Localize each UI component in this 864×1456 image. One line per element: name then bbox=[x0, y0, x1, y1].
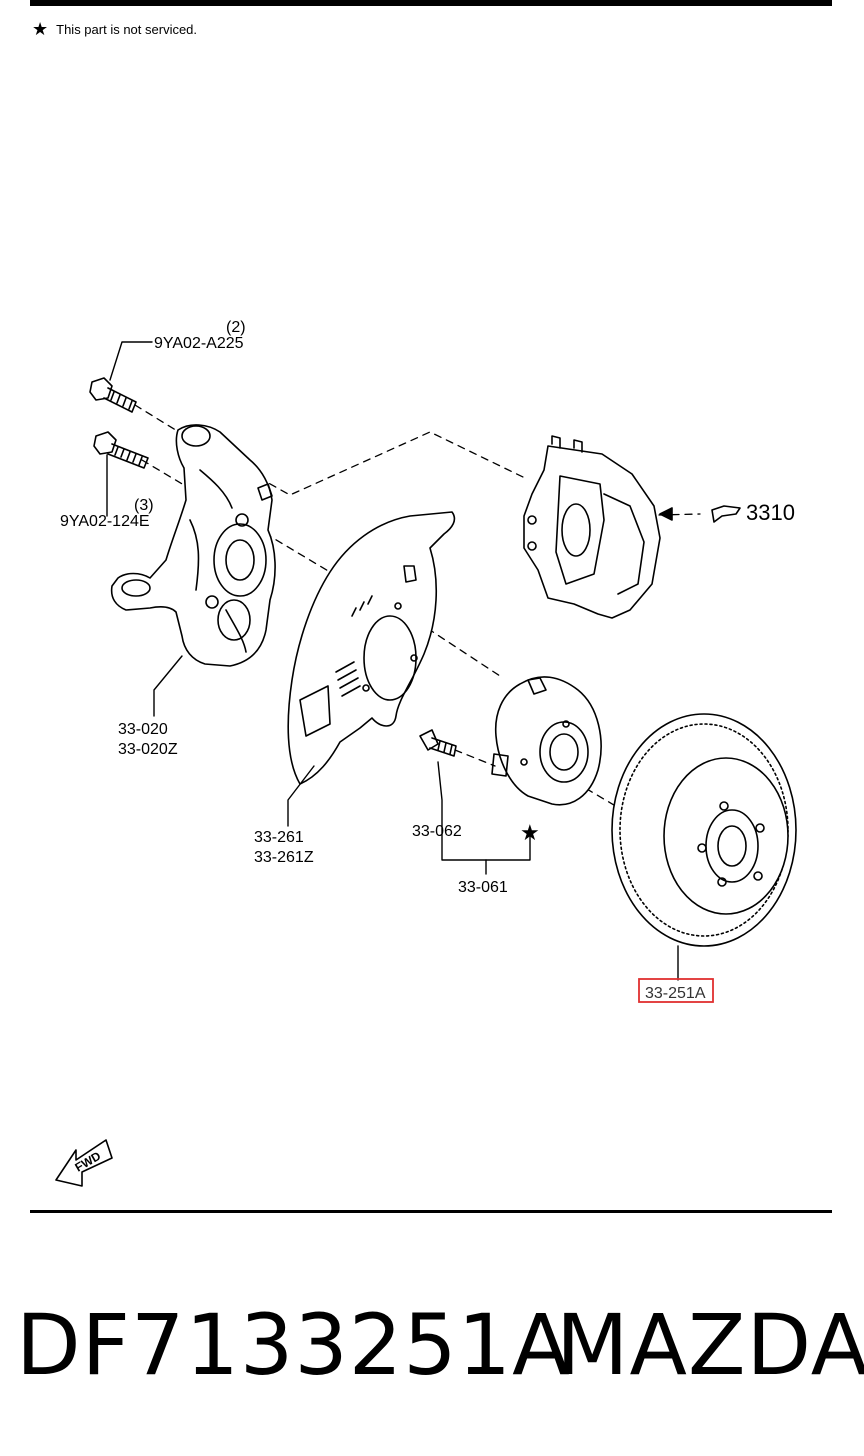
knuckle-part-code-alt: 33-020Z bbox=[118, 741, 178, 758]
bolt-a-icon bbox=[89, 377, 137, 413]
dust-shield-icon bbox=[287, 511, 456, 785]
bolt-a-part-code: 9YA02-A225 bbox=[154, 335, 244, 352]
bolt-b-icon bbox=[93, 431, 149, 469]
bolt-a-quantity: (2) bbox=[226, 319, 246, 336]
bottom-border-rule bbox=[30, 1210, 832, 1213]
knuckle-part-code: 33-020 bbox=[118, 721, 168, 738]
brake-caliper-icon bbox=[523, 435, 661, 619]
hub-part-code: 33-061 bbox=[458, 879, 508, 896]
top-border-rule bbox=[30, 0, 832, 6]
bolt-b-part-code: 9YA02-124E bbox=[60, 513, 150, 530]
bolt-b-quantity: (3) bbox=[134, 497, 154, 514]
wheel-hub-bearing-icon bbox=[491, 676, 602, 806]
part-number: DF7133251A bbox=[16, 1296, 571, 1394]
shield-part-code-alt: 33-261Z bbox=[254, 849, 314, 866]
shield-part-code: 33-261 bbox=[254, 829, 304, 846]
brand-name: MAZDA bbox=[556, 1296, 864, 1394]
stud-part-code: 33-062 bbox=[412, 823, 462, 840]
note-text: This part is not serviced. bbox=[56, 21, 198, 37]
hub-not-serviced-star-icon: ★ bbox=[520, 820, 540, 845]
highlight-box bbox=[638, 978, 714, 1003]
star-icon: ★ bbox=[32, 19, 49, 39]
caliper-pointer-arrow bbox=[659, 505, 741, 523]
fwd-direction-icon: FWD bbox=[55, 1139, 113, 1187]
disc-part-code: 33-251A bbox=[645, 985, 706, 1002]
parts-diagram: (2) 9YA02-A225 (3) 9YA02-124E 33-020 33-… bbox=[55, 319, 797, 1187]
not-serviced-note: ★ This part is not serviced. bbox=[32, 20, 197, 38]
part-footer: DF7133251A MAZDA bbox=[0, 1290, 864, 1400]
leader-lines bbox=[106, 341, 679, 981]
wheel-stud-icon bbox=[419, 729, 457, 757]
caliper-ref-number: 3310 bbox=[746, 500, 795, 525]
brake-disc-icon bbox=[611, 713, 797, 947]
steering-knuckle-icon bbox=[110, 424, 276, 667]
